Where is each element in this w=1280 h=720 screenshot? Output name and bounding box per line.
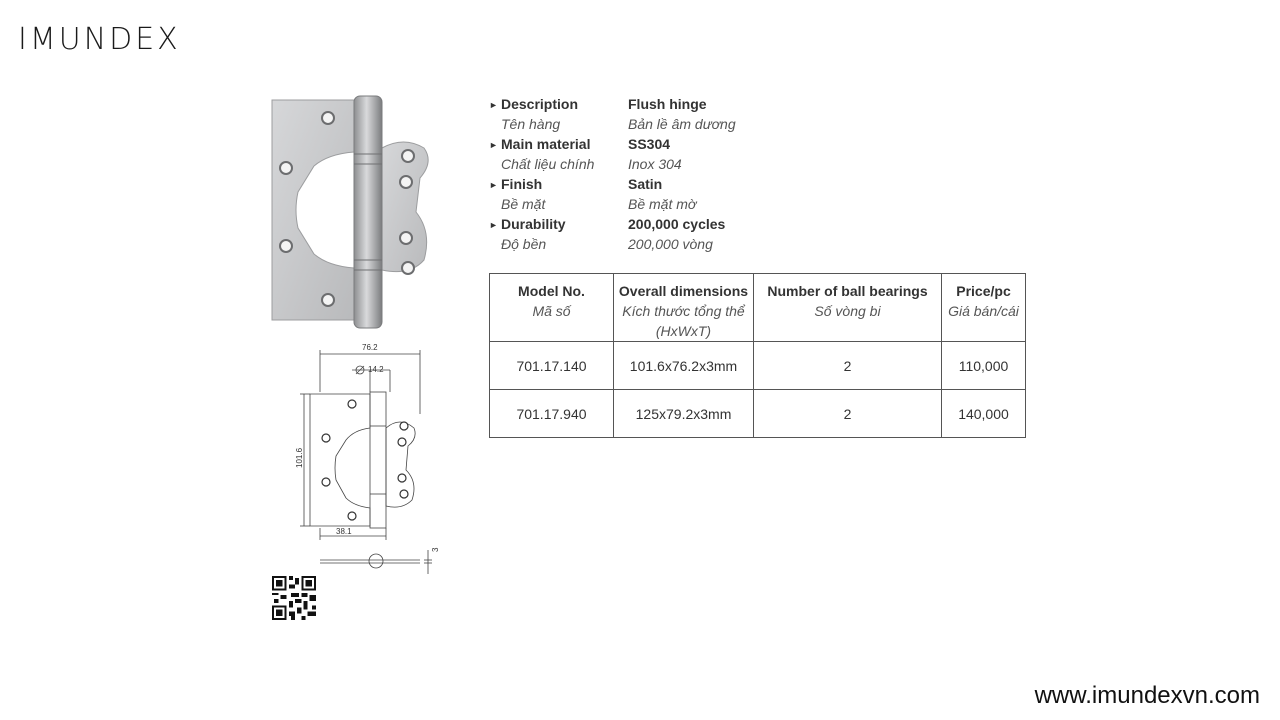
cell-price: 110,000 bbox=[941, 341, 1026, 390]
cell-model: 701.17.940 bbox=[489, 389, 614, 438]
dim-thickness-label: 3 bbox=[431, 547, 440, 552]
spec-label-vi: Bề mặt bbox=[501, 196, 546, 212]
brand-logo: IMUNDEX bbox=[18, 22, 181, 57]
dim-height-label: 101.6 bbox=[295, 447, 304, 468]
spec-label: Description bbox=[501, 96, 579, 112]
col-price: Price/pc Giá bán/cái bbox=[941, 273, 1026, 342]
spec-value: 200,000 cycles bbox=[628, 216, 726, 232]
spec-label: Main material bbox=[501, 136, 591, 152]
cell-dimensions: 125x79.2x3mm bbox=[613, 389, 754, 438]
product-photo bbox=[271, 95, 429, 329]
spec-value-vi: Inox 304 bbox=[628, 156, 682, 172]
spec-value-vi: Bề mặt mờ bbox=[628, 196, 697, 212]
col-bearings: Number of ball bearings Số vòng bi bbox=[753, 273, 942, 342]
dim-width-label: 76.2 bbox=[362, 343, 378, 352]
dim-leaf-label: 38.1 bbox=[336, 527, 352, 536]
spec-durability-vi: Độ bền 200,000 vòng bbox=[489, 234, 829, 254]
dim-diameter-label: 14.2 bbox=[368, 365, 384, 374]
spec-material: ►Main material SS304 bbox=[489, 134, 829, 154]
model-table: Model No. Mã số Overall dimensions Kích … bbox=[489, 273, 1026, 438]
spec-value: Flush hinge bbox=[628, 96, 707, 112]
triangle-right-icon: ► bbox=[489, 140, 498, 150]
table-row: 701.17.140 101.6x76.2x3mm 2 110,000 bbox=[489, 341, 1026, 390]
spec-label: Finish bbox=[501, 176, 543, 192]
cell-bearings: 2 bbox=[753, 341, 942, 390]
spec-value: Satin bbox=[628, 176, 663, 192]
spec-label-vi: Chất liệu chính bbox=[501, 156, 595, 172]
spec-label-vi: Độ bền bbox=[501, 236, 547, 252]
table-header-row: Model No. Mã số Overall dimensions Kích … bbox=[489, 273, 1026, 342]
triangle-right-icon: ► bbox=[489, 180, 498, 190]
col-model: Model No. Mã số bbox=[489, 273, 614, 342]
technical-drawing: 76.2 14.2 101.6 38.1 3 bbox=[295, 343, 440, 574]
triangle-right-icon: ► bbox=[489, 100, 498, 110]
col-dimensions: Overall dimensions Kích thước tổng thể (… bbox=[613, 273, 754, 342]
spec-value-vi: 200,000 vòng bbox=[628, 236, 713, 252]
spec-label: Durability bbox=[501, 216, 566, 232]
spec-finish-vi: Bề mặt Bề mặt mờ bbox=[489, 194, 829, 214]
table-row: 701.17.940 125x79.2x3mm 2 140,000 bbox=[489, 389, 1026, 438]
spec-material-vi: Chất liệu chính Inox 304 bbox=[489, 154, 829, 174]
spec-finish: ►Finish Satin bbox=[489, 174, 829, 194]
spec-description-vi: Tên hàng Bản lề âm dương bbox=[489, 114, 829, 134]
website-url[interactable]: www.imundexvn.com bbox=[1034, 682, 1260, 709]
cell-price: 140,000 bbox=[941, 389, 1026, 438]
spec-value-vi: Bản lề âm dương bbox=[628, 116, 736, 132]
cell-bearings: 2 bbox=[753, 389, 942, 438]
cell-model: 701.17.140 bbox=[489, 341, 614, 390]
spec-label-vi: Tên hàng bbox=[501, 116, 561, 132]
spec-value: SS304 bbox=[628, 136, 671, 152]
qr-code-icon[interactable] bbox=[272, 576, 316, 620]
cell-dimensions: 101.6x76.2x3mm bbox=[613, 341, 754, 390]
spec-list: ►Description Flush hinge Tên hàng Bản lề… bbox=[489, 94, 829, 254]
spec-description: ►Description Flush hinge bbox=[489, 94, 829, 114]
spec-durability: ►Durability 200,000 cycles bbox=[489, 214, 829, 234]
triangle-right-icon: ► bbox=[489, 220, 498, 230]
